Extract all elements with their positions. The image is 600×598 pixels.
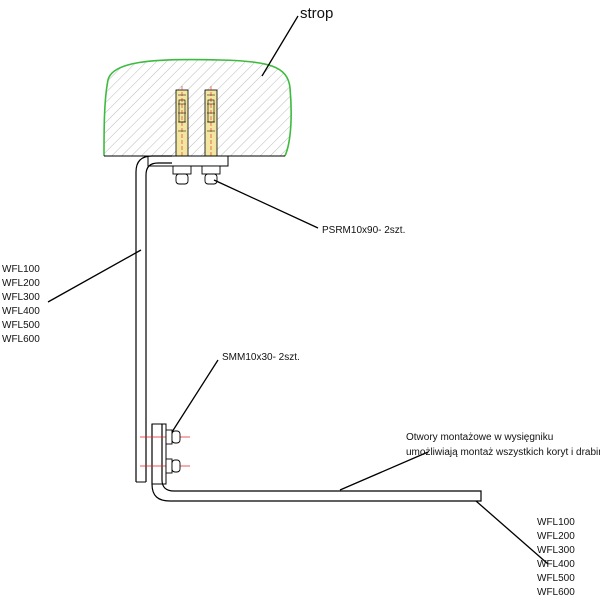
leader-ceiling xyxy=(261,15,299,77)
arm-model: WFL200 xyxy=(537,531,575,542)
arm-model: WFL300 xyxy=(537,545,575,556)
holes-label-line1: Otwory montażowe w wysięgniku xyxy=(406,432,553,443)
arm-model: WFL100 xyxy=(537,517,575,528)
hanger-model: WFL300 xyxy=(2,292,40,303)
hanger-model: WFL400 xyxy=(2,306,40,317)
leader-bolts xyxy=(171,359,219,433)
hanger-model: WFL600 xyxy=(2,334,40,345)
hanger-model: WFL500 xyxy=(2,320,40,331)
hanger-model: WFL200 xyxy=(2,278,40,289)
anchor-right xyxy=(204,86,218,160)
arm-model: WFL500 xyxy=(537,573,575,584)
holes-label-line2: umożliwiają montaż wszystkich koryt i dr… xyxy=(406,447,600,458)
leader-holes xyxy=(339,451,429,491)
annotations: strop PSRM10x90- 2szt. SMM10x30- 2szt. O… xyxy=(2,5,600,598)
hanger-model: WFL100 xyxy=(2,264,40,275)
top-plate xyxy=(147,155,229,167)
arm-model: WFL600 xyxy=(537,587,575,598)
vertical-hanger xyxy=(135,155,172,483)
leader-lines xyxy=(47,15,549,565)
leader-arm xyxy=(475,500,549,565)
arm-model-list: WFL100 WFL200 WFL300 WFL400 WFL500 WFL60… xyxy=(537,517,575,598)
anchor-nuts xyxy=(172,165,221,185)
horizontal-arm xyxy=(151,423,482,502)
anchor-left xyxy=(175,86,189,160)
leader-hanger xyxy=(47,249,142,303)
arm-bolts xyxy=(140,429,190,474)
anchor-label: PSRM10x90- 2szt. xyxy=(322,225,405,236)
leader-anchor xyxy=(213,179,319,229)
bolts-label: SMM10x30- 2szt. xyxy=(222,352,300,363)
ceiling-label: strop xyxy=(300,5,333,22)
arm-model: WFL400 xyxy=(537,559,575,570)
hanger-model-list: WFL100 WFL200 WFL300 WFL400 WFL500 WFL60… xyxy=(2,264,40,345)
